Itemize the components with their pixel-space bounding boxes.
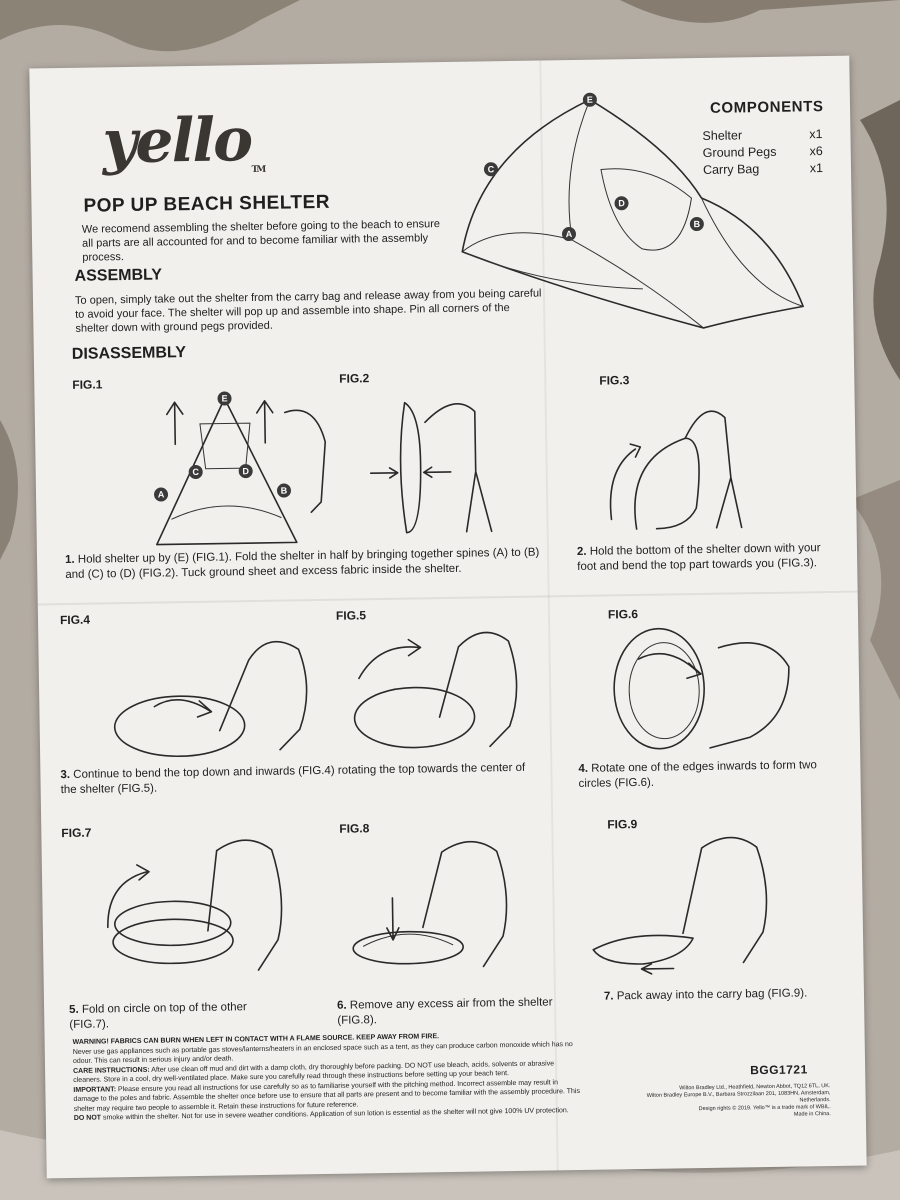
fig-5-illustration [353, 631, 518, 749]
svg-text:B: B [694, 219, 701, 229]
warnings-block: WARNING! FABRICS CAN BURN WHEN LEFT IN C… [73, 1030, 584, 1124]
step-7: 7. Pack away into the carry bag (FIG.9). [604, 986, 824, 1004]
hero-label-e: E [582, 92, 597, 107]
step-text: Fold on circle on top of the other (FIG.… [69, 1001, 247, 1031]
step-text: Remove any excess air from the shelter (… [337, 996, 553, 1027]
step-number: 1. [64, 553, 75, 567]
svg-text:D: D [618, 198, 625, 208]
hero-label-d: D [614, 196, 629, 211]
fig-1-illustration: E C D A B [154, 391, 327, 546]
smoke-label: DO NOT [73, 1114, 102, 1122]
product-code: BGG1721 [750, 1062, 808, 1078]
step-number: 2. [576, 545, 587, 558]
fig-7-label: FIG.7 [61, 825, 92, 841]
fig1-label-b: B [276, 483, 291, 498]
brand-logo: yelloTM [101, 105, 265, 178]
assembly-heading: ASSEMBLY [74, 266, 163, 285]
instruction-sheet: yelloTM POP UP BEACH SHELTER We recomend… [29, 55, 867, 1179]
svg-text:E: E [587, 95, 593, 105]
step-number: 7. [603, 990, 614, 1003]
step-text: Hold shelter up by (E) (FIG.1). Fold the… [65, 546, 540, 582]
svg-text:A: A [158, 489, 165, 499]
fig-6-illustration [613, 627, 790, 750]
fig-2-illustration [369, 401, 493, 534]
fig-7-illustration [107, 839, 283, 971]
step-2: 2. Hold the bottom of the shelter down w… [577, 541, 842, 575]
step-number: 3. [60, 768, 71, 782]
fig-4-label: FIG.4 [59, 612, 91, 628]
brand-name: yello [101, 105, 252, 178]
paper-fold-horizontal [37, 590, 858, 606]
fig1-label-c: C [188, 464, 203, 479]
fig1-label-d: D [238, 464, 253, 479]
hero-label-c: C [483, 162, 498, 177]
step-5: 5. Fold on circle on top of the other (F… [69, 1000, 269, 1033]
warning-label: WARNING! [72, 1038, 109, 1046]
step-4: 4. Rotate one of the edges inwards to fo… [578, 758, 838, 792]
step-3: 3. Continue to bend the top down and inw… [60, 761, 540, 799]
page-title: POP UP BEACH SHELTER [83, 191, 331, 217]
disassembly-heading: DISASSEMBLY [71, 344, 187, 363]
fig-1-label: FIG.1 [72, 377, 103, 392]
step-number: 4. [578, 762, 589, 775]
brand-tm: TM [251, 164, 265, 176]
svg-text:E: E [221, 393, 227, 403]
fig1-label-e: E [217, 391, 232, 406]
step-number: 6. [336, 999, 347, 1012]
fig-3-illustration [609, 410, 743, 530]
step-text: Rotate one of the edges inwards to form … [578, 759, 817, 790]
step-6: 6. Remove any excess air from the shelte… [337, 995, 557, 1028]
fig1-label-a: A [154, 487, 169, 502]
hero-shelter-illustration: E C D A B [461, 92, 804, 329]
fig-4-illustration [113, 641, 308, 758]
care-label: CARE INSTRUCTIONS: [73, 1066, 150, 1075]
fig-9-illustration [592, 836, 768, 975]
svg-text:B: B [281, 486, 288, 496]
step-text: Hold the bottom of the shelter down with… [577, 542, 821, 573]
hero-label-b: B [689, 217, 704, 232]
svg-text:C: C [488, 164, 495, 174]
svg-text:C: C [192, 467, 199, 477]
step-text: Pack away into the carry bag (FIG.9). [616, 987, 808, 1003]
step-1: 1. Hold shelter up by (E) (FIG.1). Fold … [65, 545, 555, 583]
fig-8-illustration [352, 840, 508, 968]
intro-text: We recomend assembling the shelter befor… [81, 218, 441, 264]
hero-label-a: A [561, 227, 576, 242]
svg-text:D: D [242, 466, 249, 476]
important-label: IMPORTANT: [73, 1085, 117, 1094]
svg-text:A: A [566, 229, 573, 239]
manufacturer-address: Wilton Bradley Ltd., Heathfield, Newton … [620, 1083, 831, 1121]
step-text: Continue to bend the top down and inward… [60, 761, 526, 797]
step-number: 5. [69, 1003, 79, 1016]
